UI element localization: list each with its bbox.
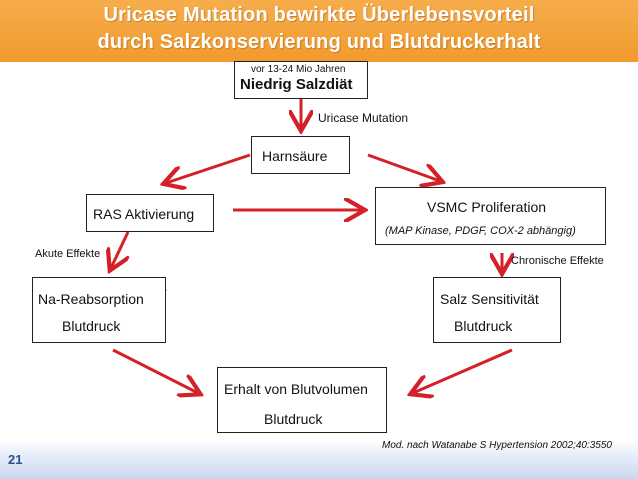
vsmc-box: VSMC Proliferation (MAP Kinase, PDGF, CO… (375, 187, 606, 245)
vsmc-detail: (MAP Kinase, PDGF, COX-2 abhängig) (385, 225, 576, 237)
arrow-na-to-bottom (112, 348, 198, 393)
salt-sensitivity-box: Salz Sensitivität Blutdruck (433, 277, 561, 343)
bottom-blutdruck-label: Blutdruck (264, 411, 323, 427)
na-blutdruck-label: Blutdruck (62, 318, 121, 334)
low-salt-diet-box: vor 13-24 Mio Jahren Niedrig Salzdiät (234, 61, 368, 99)
arrow-salz-to-bottom (413, 348, 513, 393)
ras-label: RAS Aktivierung (93, 206, 195, 222)
na-reabsorption-label: Na-Reabsorption (38, 291, 144, 307)
uricase-mutation-label: Uricase Mutation (318, 111, 409, 125)
vsmc-label: VSMC Proliferation (427, 199, 547, 215)
salt-sensitivity-label: Salz Sensitivität (440, 291, 539, 307)
salz-blutdruck-label: Blutdruck (454, 318, 513, 334)
blood-volume-label: Erhalt von Blutvolumen (224, 381, 368, 397)
harnsaeure-label: Harnsäure (262, 148, 328, 164)
harnsaeure-box: Harnsäure (251, 136, 350, 174)
blood-volume-box: Erhalt von Blutvolumen Blutdruck (217, 367, 387, 433)
citation: Mod. nach Watanabe S Hypertension 2002;4… (382, 440, 612, 451)
chronic-effects-label: Chronische Effekte (511, 255, 604, 267)
footer-band (0, 440, 638, 479)
low-salt-diet-label: Niedrig Salzdiät (240, 76, 353, 93)
na-reabsorption-box: Na-Reabsorption Blutdruck (32, 277, 166, 343)
arrow-ras-to-na (111, 231, 128, 268)
arrow-harnsaeure-to-vsmc (367, 153, 440, 181)
title-bar: Uricase Mutation bewirkte Überlebensvort… (0, 0, 638, 62)
slide-title-line-2: durch Salzkonservierung und Blutdruckerh… (97, 31, 541, 53)
acute-effects-label: Akute Effekte (35, 248, 101, 260)
era-label: vor 13-24 Mio Jahren (251, 64, 346, 75)
arrow-harnsaeure-to-ras (166, 153, 251, 183)
slide-number: 21 (8, 452, 23, 467)
slide-title-line-1: Uricase Mutation bewirkte Überlebensvort… (103, 4, 535, 26)
ras-box: RAS Aktivierung (86, 194, 214, 232)
